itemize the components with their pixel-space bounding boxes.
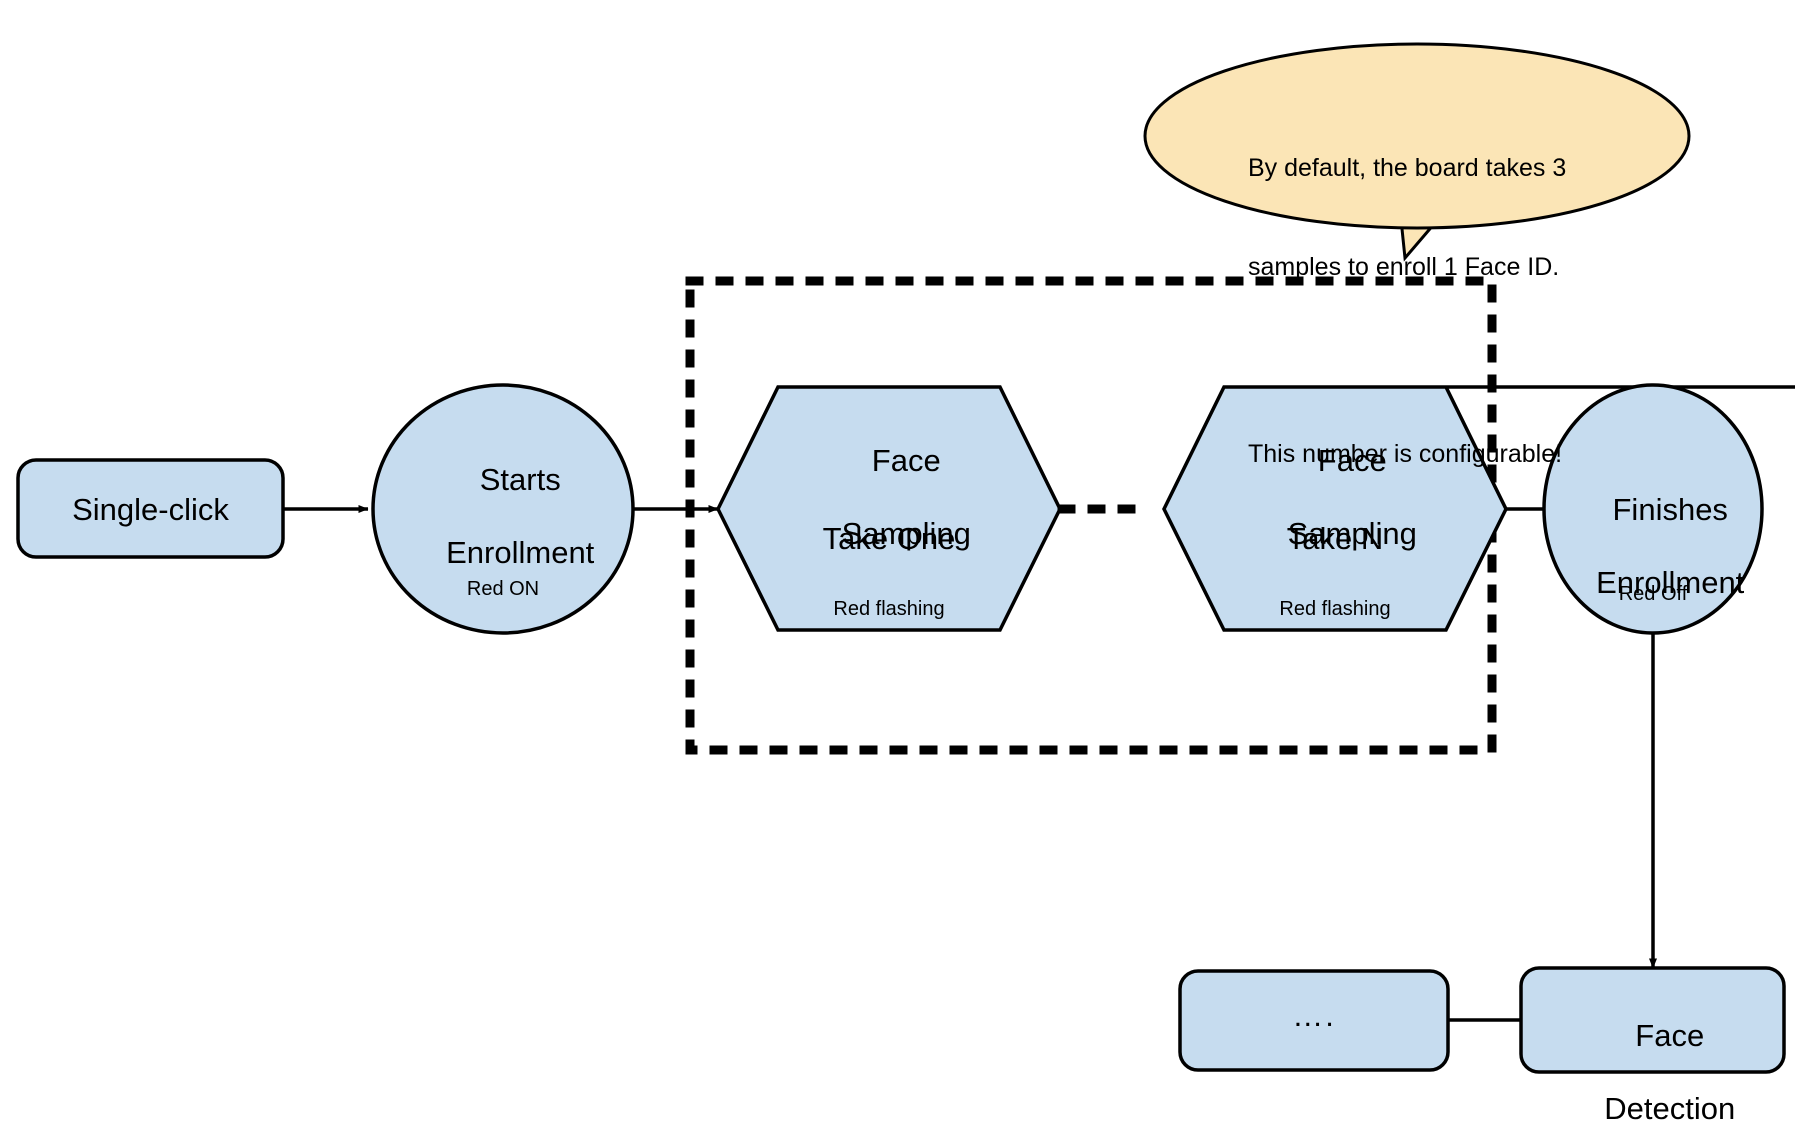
node-single-click-shape[interactable] — [16, 458, 285, 559]
sampling-group-box — [685, 276, 1497, 755]
node-face-detection-shape[interactable] — [1519, 966, 1786, 1074]
callout-bubble-shape — [1143, 42, 1691, 230]
node-face-sampling-one-shape[interactable] — [716, 385, 1062, 632]
node-finishes-enrollment-shape[interactable] — [1542, 383, 1764, 635]
node-face-sampling-n-shape[interactable] — [1162, 385, 1795, 632]
node-ellipsis-shape[interactable] — [1178, 969, 1450, 1072]
node-starts-enrollment-shape[interactable] — [371, 383, 635, 635]
